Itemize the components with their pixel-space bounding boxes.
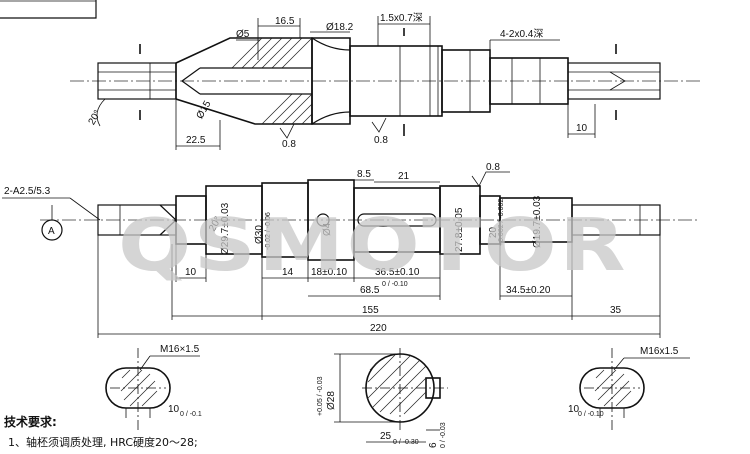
- dim-angle-20: 20°: [87, 108, 104, 127]
- roughness-a: 0.8: [282, 139, 296, 150]
- main-view: 2-A2.5/5.3 A Ø29.7±0.03 Ø30 -0.02 / -0.0…: [2, 162, 700, 338]
- dim-10-top: 10: [576, 123, 588, 134]
- dim-35: 35: [610, 305, 622, 316]
- datum-label: A: [48, 226, 55, 237]
- dim-68-5: 68.5: [360, 285, 380, 296]
- dim-phi30: Ø30: [254, 225, 265, 244]
- left-flat-tol: 0 / -0.1: [180, 411, 202, 418]
- watermark-logo: QSMOTOR: [118, 203, 628, 287]
- right-flat-tol: 0 / -0.10: [578, 411, 604, 418]
- dim-155: 155: [362, 305, 379, 316]
- dim-grooves-2: 4-2x0.4深: [500, 28, 543, 40]
- section-middle: Ø28 +0.05 / -0.03 25 0 / -0.30 6 0 / -0.…: [317, 348, 448, 448]
- dim-68-5-tol: 0 / -0.10: [382, 281, 408, 288]
- dim-phi5: Ø5: [236, 29, 250, 40]
- section-right: M16x1.5 10 0 / -0.10: [568, 346, 690, 430]
- section-left: M16×1.5 10 0 / -0.1: [105, 344, 202, 430]
- mid-diameter-tol: +0.05 / -0.03: [317, 376, 324, 416]
- top-shoulder: [311, 37, 351, 125]
- mid-hatching: [366, 354, 427, 415]
- dim-16-5: 16.5: [275, 16, 295, 27]
- roughness-b: 0.8: [374, 135, 388, 146]
- dim-groove: 1.5x0.7深: [380, 12, 423, 24]
- dim-phi4: Ø4: [322, 222, 333, 236]
- mid-diameter: Ø28: [326, 391, 337, 410]
- dim-18: 18±0.10: [311, 267, 348, 278]
- mid-key-width-tol: 0 / -0.03: [440, 422, 447, 448]
- left-flat: 10: [168, 404, 180, 415]
- dim-8-5: 8.5: [357, 169, 371, 180]
- mid-width: 25: [380, 431, 392, 442]
- dim-14: 14: [282, 267, 294, 278]
- dim-34-5: 34.5±0.20: [506, 285, 551, 296]
- dim-220: 220: [370, 323, 387, 334]
- left-thread-spec: M16×1.5: [160, 344, 200, 355]
- title-block-corner: [0, 0, 97, 19]
- dim-phi30-tol: -0.02 / -0.06: [265, 212, 272, 250]
- dim-10: 10: [185, 267, 197, 278]
- dim-21: 21: [398, 171, 410, 182]
- dim-phi20: 20: [488, 226, 499, 238]
- keyway-slot: [357, 213, 437, 227]
- top-hatching: [231, 37, 313, 125]
- center-hole-spec: 2-A2.5/5.3: [4, 186, 51, 197]
- mid-key-width: 6: [428, 442, 439, 448]
- dim-27-8: 27.8±0.05: [454, 207, 465, 252]
- dim-phi20-tol: +0.002 / -0.002: [498, 199, 505, 246]
- notes-title: 技术要求:: [4, 414, 57, 429]
- top-right-spline: [567, 62, 661, 100]
- dim-phi29-7: Ø29.7±0.03: [220, 202, 231, 255]
- dim-phi18-2: Ø18.2: [326, 22, 354, 33]
- notes-item-1: 1、轴柸须调质处理, HRC硬度20～28;: [8, 435, 198, 449]
- right-flat: 10: [568, 404, 580, 415]
- top-view: 16.5 Ø5 Ø18.2 1.5x0.7深 4-2x0.4深 20° 22.5…: [70, 12, 700, 150]
- cross-hole: [316, 213, 330, 227]
- main-right-end: [571, 204, 661, 236]
- dim-36-5: 36.5±0.10: [375, 267, 420, 278]
- dim-22-5: 22.5: [186, 135, 206, 146]
- dim-phi19-7: Ø19.7±0.03: [532, 195, 543, 248]
- roughness-c: 0.8: [486, 162, 500, 173]
- mid-width-tol: 0 / -0.30: [393, 439, 419, 446]
- right-thread-spec: M16x1.5: [640, 346, 679, 357]
